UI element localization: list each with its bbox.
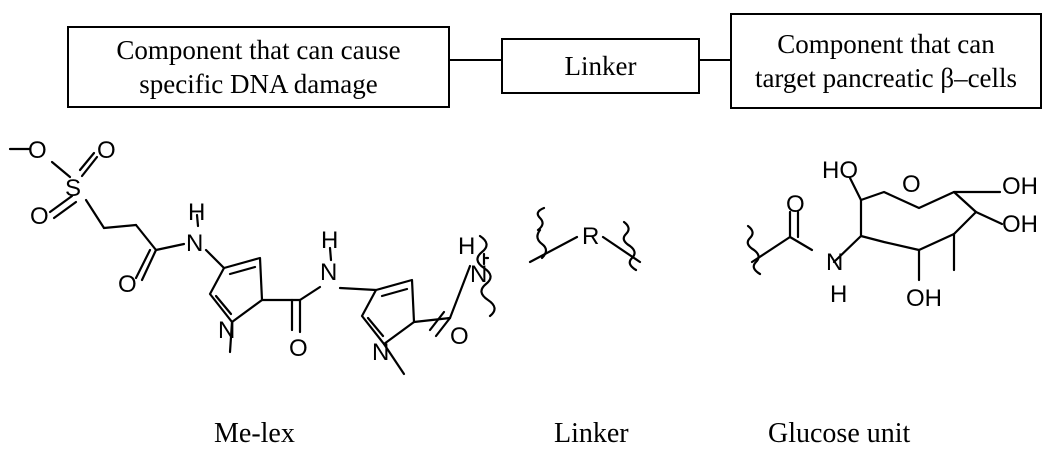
glucose-atom-oh4: OH — [1002, 211, 1038, 238]
beta-cell-target-line2: target pancreatic β–cells — [754, 63, 1018, 93]
me-lex-atom-o-methoxy: O — [28, 137, 47, 164]
me-lex-atom-o-amide1: O — [118, 271, 137, 298]
me-lex-atom-n-pyrrole1: N — [218, 317, 235, 344]
me-lex-atom-nh3-h: H — [458, 233, 475, 260]
me-lex-atom-n-pyrrole2: N — [372, 339, 389, 366]
beta-cell-target-line1: Component that can — [777, 29, 995, 59]
linker-box-label: Linker — [564, 51, 637, 81]
linker-atom-r: R — [582, 223, 599, 250]
glucose-atom-oh6: OH — [1002, 173, 1038, 200]
me-lex-atom-o-amide3: O — [450, 323, 469, 350]
glucose-atom-ho: HO — [822, 157, 858, 184]
glucose-unit-structure: N H O HO O OH OH OH — [746, 157, 1038, 312]
me-lex-atom-nh1-h: H — [188, 199, 205, 226]
me-lex-atom-nh1-n: N — [186, 230, 203, 257]
me-lex-atom-nh2-h: H — [321, 227, 338, 254]
dna-damage-component-box: Component that can cause specific DNA da… — [67, 26, 450, 108]
me-lex-atom-o-s2: O — [30, 203, 49, 230]
linker-caption: Linker — [554, 418, 629, 449]
glucose-atom-oh3: OH — [906, 285, 942, 312]
dna-damage-component-line1: Component that can cause — [116, 35, 401, 65]
me-lex-atom-nh2-n: N — [320, 259, 337, 286]
me-lex-atom-o-amide2: O — [289, 335, 308, 362]
linker-structure: R — [528, 206, 642, 272]
me-lex-caption: Me-lex — [214, 418, 295, 449]
glucose-atom-o-carbonyl: O — [786, 191, 805, 218]
glucose-atom-h: H — [830, 281, 847, 308]
connector-right — [700, 59, 730, 61]
me-lex-atom-o-s1: O — [97, 137, 116, 164]
dna-damage-component-line2: specific DNA damage — [139, 69, 378, 99]
me-lex-atom-nh3-n: N — [470, 261, 487, 288]
glucose-unit-caption: Glucose unit — [768, 418, 911, 449]
me-lex-atom-s: S — [65, 175, 81, 202]
connector-left — [450, 59, 501, 61]
linker-box: Linker — [501, 38, 700, 94]
beta-cell-target-component-box: Component that can target pancreatic β–c… — [730, 13, 1042, 109]
me-lex-structure: O S O O H N O N H N O N H N O — [8, 137, 496, 376]
glucose-atom-o-ring: O — [902, 171, 921, 198]
glucose-atom-n: N — [826, 249, 843, 276]
